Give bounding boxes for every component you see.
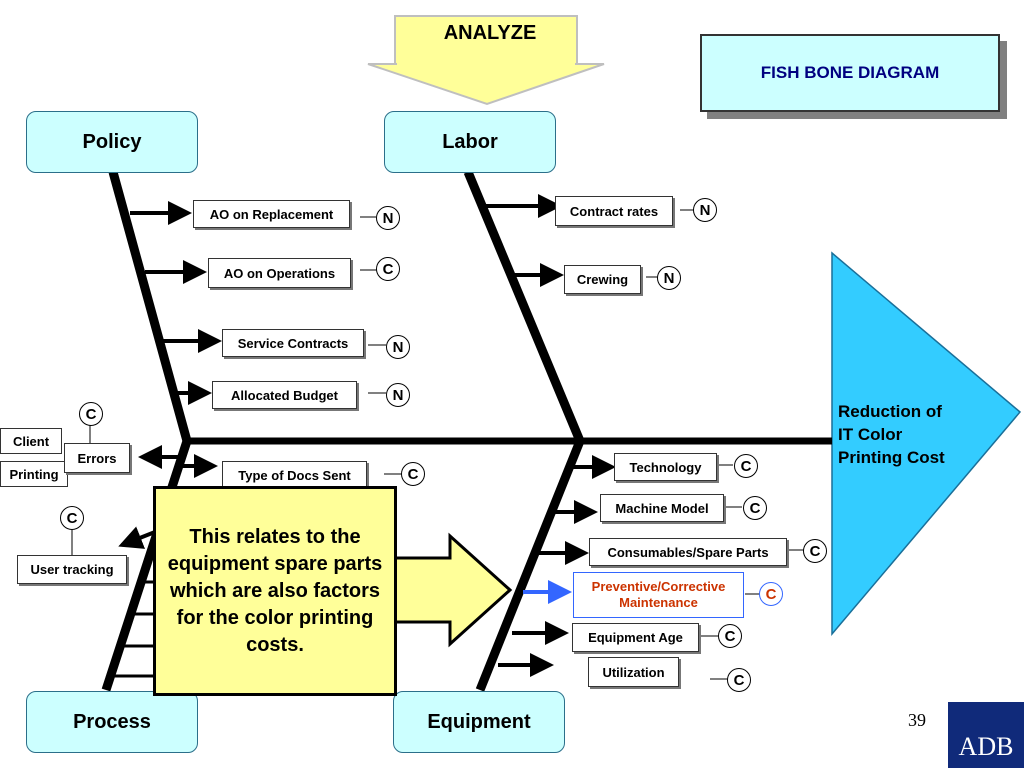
tag-equipment-age: C (718, 624, 742, 648)
cause-technology: Technology (614, 453, 717, 481)
tag-user-tracking: C (60, 506, 84, 530)
process-bone (101, 439, 192, 692)
cause-contract-rates: Contract rates (555, 196, 673, 226)
process-rungs (112, 580, 153, 678)
cause-ao-operations: AO on Operations (208, 258, 351, 288)
tag-consumables: C (803, 539, 827, 563)
labor-bone (463, 170, 585, 443)
analyze-arrow (367, 15, 605, 106)
analyze-label: ANALYZE (443, 22, 537, 44)
tag-errors: C (79, 402, 103, 426)
cause-service-contracts: Service Contracts (222, 329, 364, 357)
cause-ao-replacement: AO on Replacement (193, 200, 350, 228)
tag-machine-model: C (743, 496, 767, 520)
adb-logo: ADB (948, 702, 1024, 768)
cause-consumables: Consumables/Spare Parts (589, 538, 787, 566)
tag-docs-sent: C (401, 462, 425, 486)
tag-ao-operations: C (376, 257, 400, 281)
equipment-bone (475, 439, 585, 692)
maintenance-line-1: Preventive/Corrective (591, 579, 726, 594)
category-process: Process (26, 691, 198, 753)
tag-connectors (71, 209, 804, 680)
cause-crewing: Crewing (564, 265, 641, 294)
callout-note: This relates to the equipment spare part… (153, 486, 397, 696)
tag-service-contracts: N (386, 335, 410, 359)
cause-utilization: Utilization (588, 657, 679, 687)
policy-bone (108, 170, 192, 443)
cause-docs-sent: Type of Docs Sent (222, 461, 367, 489)
cause-user-tracking: User tracking (17, 555, 127, 584)
maintenance-line-2: Maintenance (619, 595, 698, 610)
tag-ao-replacement: N (376, 206, 400, 230)
tag-crewing: N (657, 266, 681, 290)
equipment-branch-arrows (498, 455, 616, 677)
tag-contract-rates: N (693, 198, 717, 222)
cause-equipment-age: Equipment Age (572, 623, 699, 652)
effect-line-1: Reduction of (838, 402, 942, 421)
cause-maintenance: Preventive/Corrective Maintenance (573, 572, 744, 618)
category-equipment: Equipment (393, 691, 565, 753)
effect-line-2: IT Color (838, 425, 903, 444)
diagram-title: FISH BONE DIAGRAM (700, 34, 1000, 112)
callout-arrow (388, 532, 513, 648)
cause-machine-model: Machine Model (600, 494, 724, 522)
cause-allocated-budget: Allocated Budget (212, 381, 357, 409)
callout-text: This relates to the equipment spare part… (167, 525, 383, 656)
labor-branch-arrows (484, 194, 564, 287)
effect-label: Reduction of IT Color Printing Cost (838, 400, 945, 469)
tag-maintenance: C (759, 582, 783, 606)
page-number: 39 (908, 710, 926, 730)
tag-technology: C (734, 454, 758, 478)
cause-printing: Printing (0, 461, 68, 487)
category-policy: Policy (26, 111, 198, 173)
effect-line-3: Printing Cost (838, 448, 945, 467)
tag-allocated-budget: N (386, 383, 410, 407)
category-labor: Labor (384, 111, 556, 173)
policy-branch-arrows (130, 201, 222, 405)
tag-utilization: C (727, 668, 751, 692)
cause-client: Client (0, 428, 62, 454)
cause-errors: Errors (64, 443, 130, 473)
